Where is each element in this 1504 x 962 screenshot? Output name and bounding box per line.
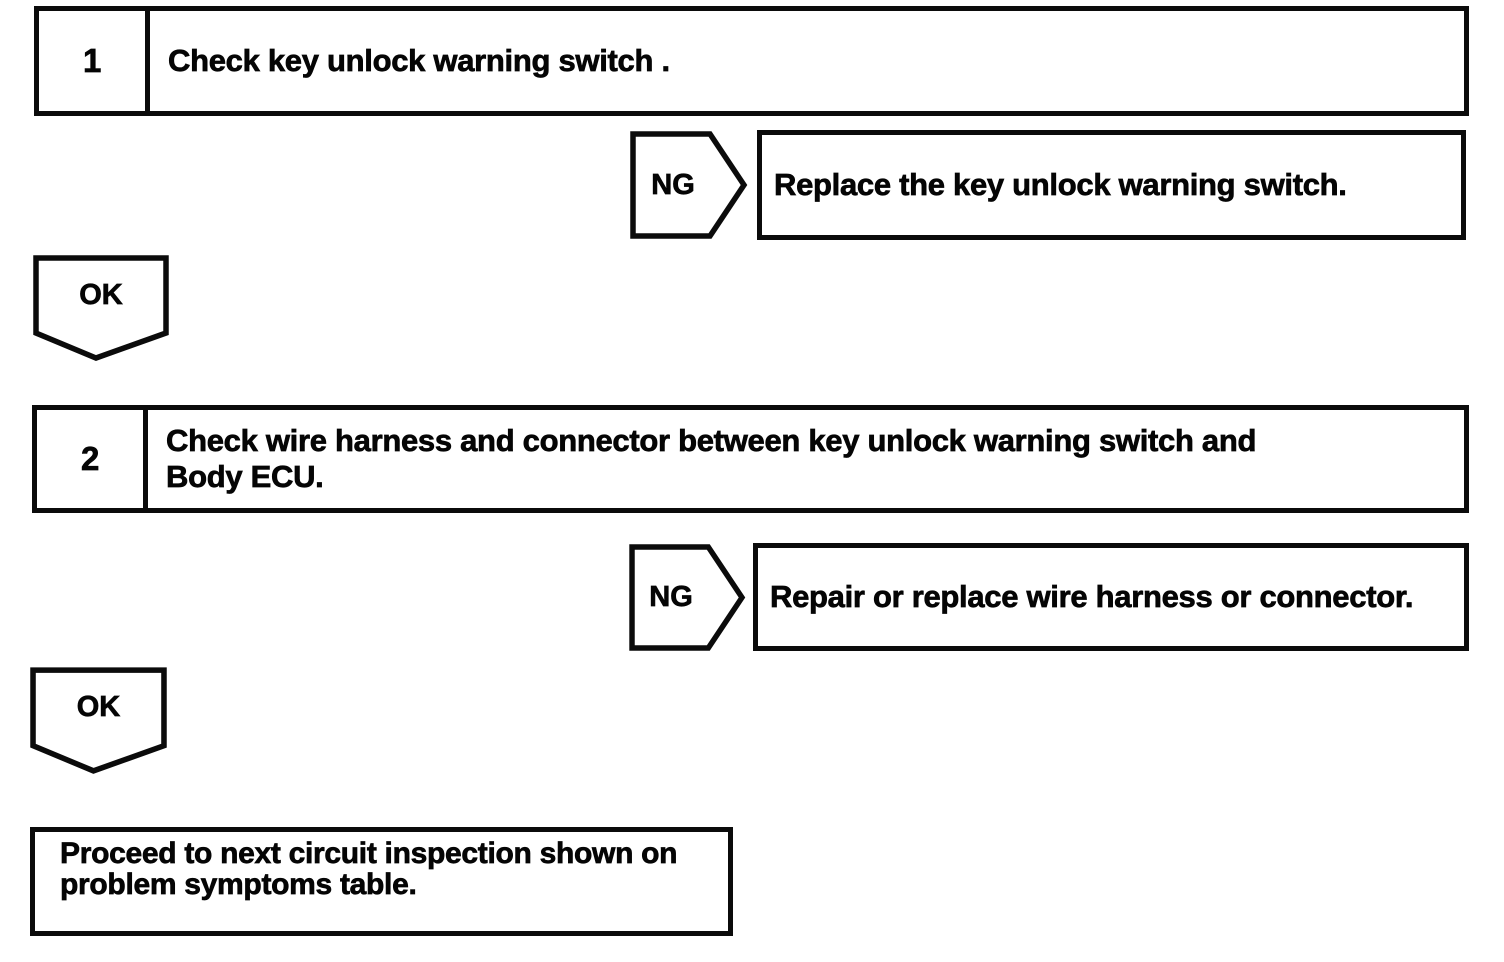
step-2-text-line-2: Body ECU. [166, 459, 324, 495]
ok-label-2: OK [76, 690, 121, 723]
step-1-text: Check key unlock warning switch . [168, 43, 671, 79]
end-text-line-1: Proceed to next circuit inspection shown… [60, 837, 678, 870]
action-1-text: Replace the key unlock warning switch. [774, 167, 1348, 203]
action-2-box: Repair or replace wire harness or connec… [753, 543, 1469, 651]
action-2-text: Repair or replace wire harness or connec… [770, 579, 1414, 615]
ok-arrow-1: OK [33, 255, 169, 361]
end-text-line-2: problem symptoms table. [60, 868, 418, 901]
pentagon-down-icon [33, 255, 169, 361]
step-2-number-cell: 2 [37, 410, 148, 508]
action-1-box: Replace the key unlock warning switch. [757, 130, 1466, 240]
step-2-box: 2 Check wire harness and connector betwe… [32, 405, 1469, 513]
step-2-number: 2 [80, 440, 100, 477]
ng-label-1: NG [651, 168, 695, 201]
ok-label-1: OK [79, 278, 123, 311]
ng-arrow-1: NG [630, 131, 748, 239]
step-1-box: 1 Check key unlock warning switch . [34, 6, 1469, 116]
pentagon-down-icon [30, 667, 167, 774]
pentagon-right-icon [630, 131, 748, 239]
step-2-text-line-1: Check wire harness and connector between… [166, 423, 1257, 459]
step-1-number-cell: 1 [39, 11, 150, 111]
step-1-body: Check key unlock warning switch . [150, 11, 1464, 111]
step-2-body: Check wire harness and connector between… [148, 410, 1464, 508]
ng-arrow-2: NG [628, 544, 747, 651]
step-1-number: 1 [82, 42, 102, 79]
ng-label-2: NG [649, 581, 693, 614]
ok-arrow-2: OK [30, 667, 167, 774]
end-box: Proceed to next circuit inspection shown… [30, 827, 733, 936]
pentagon-right-icon [629, 544, 746, 651]
